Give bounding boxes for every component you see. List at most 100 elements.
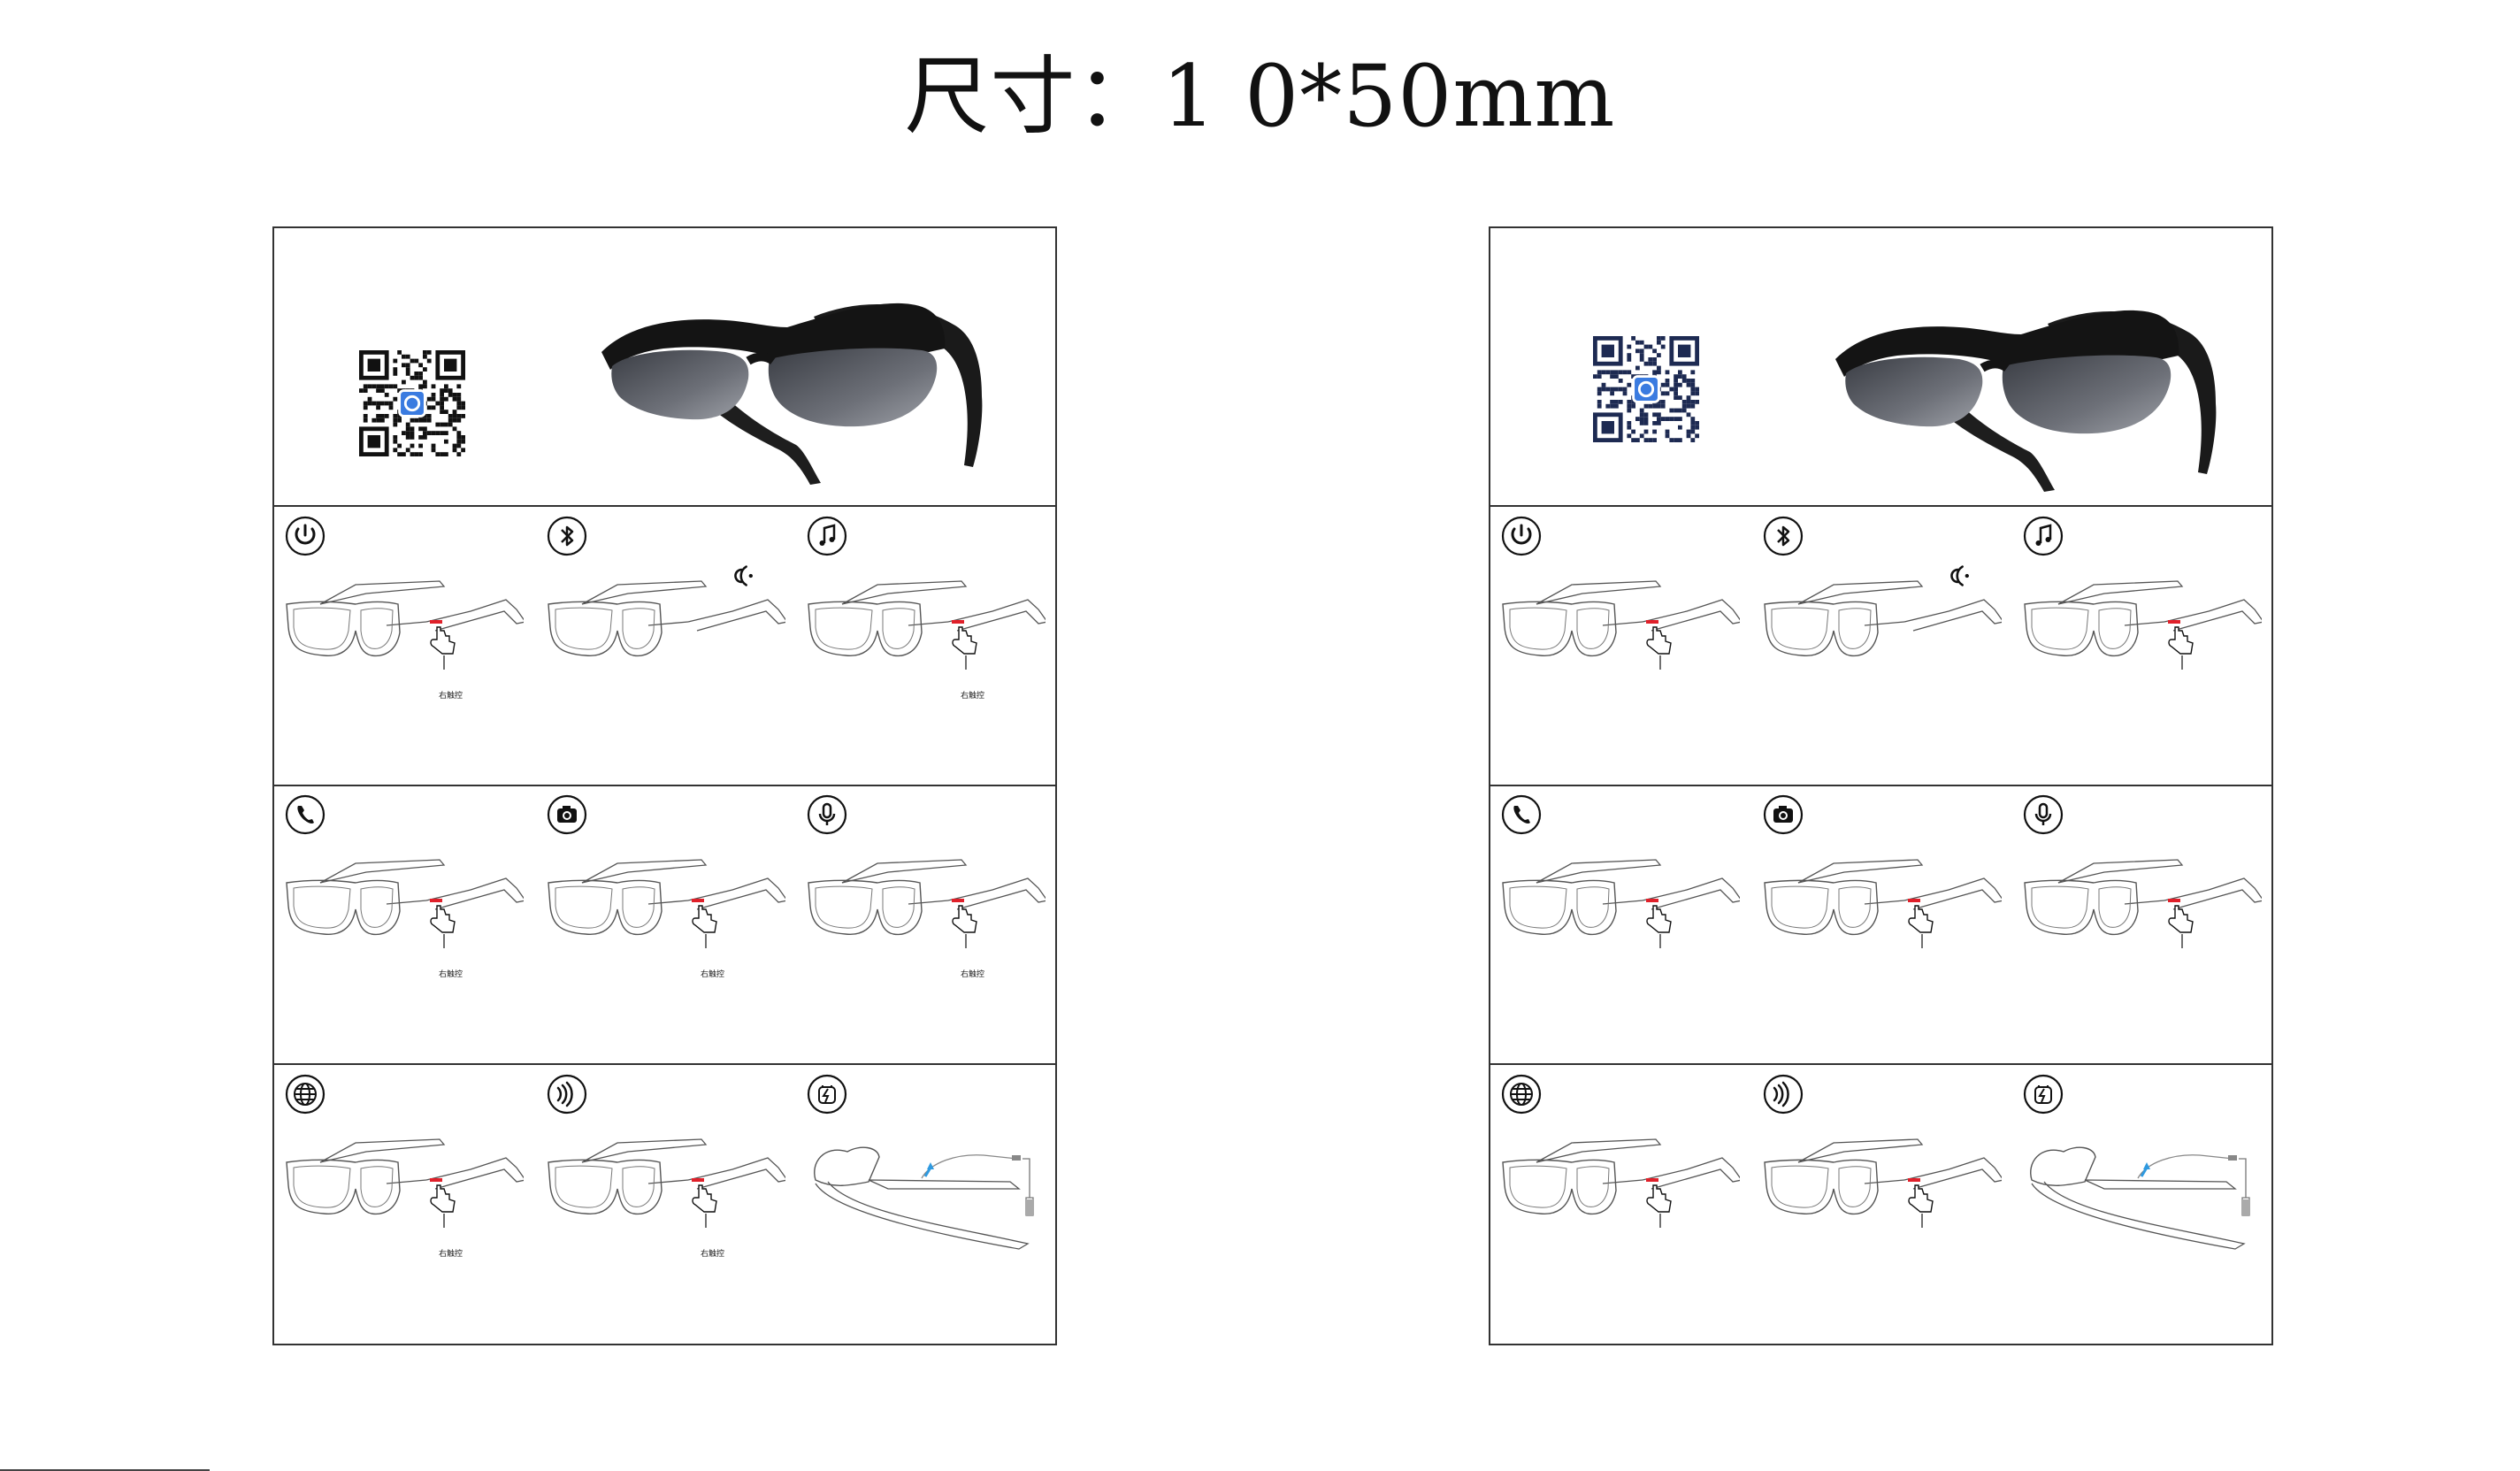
touch-caption: 右触控 xyxy=(701,1247,724,1259)
function-cell xyxy=(536,507,797,785)
glasses-outline-illustration xyxy=(807,847,1046,980)
finger-tap-icon xyxy=(953,906,977,948)
touch-area-marker xyxy=(430,1178,442,1182)
function-row xyxy=(1490,785,2271,1065)
microphone-icon xyxy=(807,794,847,835)
bluetooth-icon xyxy=(1763,516,1804,556)
touch-caption: 右触控 xyxy=(439,1247,463,1259)
touch-area-marker xyxy=(430,620,442,624)
glasses-outline-illustration xyxy=(2023,847,2262,980)
touch-area-marker xyxy=(952,899,964,902)
glasses-outline-illustration xyxy=(547,1127,785,1260)
charging-icon xyxy=(2023,1074,2064,1115)
product-header xyxy=(1490,228,2271,507)
instruction-card-right xyxy=(1489,226,2273,1345)
sunglasses-product-photo xyxy=(1827,271,2233,492)
finger-tap-icon xyxy=(953,627,977,670)
function-cell xyxy=(1490,1065,1751,1345)
power-icon xyxy=(285,516,326,556)
music-icon xyxy=(807,516,847,556)
touch-caption: 右触控 xyxy=(701,968,724,979)
glasses-charging-illustration xyxy=(2023,1127,2262,1260)
signal-waves-icon xyxy=(732,560,755,592)
bluetooth-icon xyxy=(547,516,587,556)
power-icon xyxy=(1501,516,1542,556)
touch-caption: 右触控 xyxy=(961,689,984,701)
glasses-outline-illustration xyxy=(285,1127,524,1260)
touch-area-marker xyxy=(1908,899,1920,902)
glasses-outline-illustration xyxy=(807,569,1046,701)
function-cell xyxy=(1490,785,1751,1063)
phone-icon xyxy=(285,794,326,835)
charging-icon xyxy=(807,1074,847,1115)
function-cell xyxy=(2012,785,2273,1063)
finger-tap-icon xyxy=(431,1185,455,1228)
signal-waves-icon xyxy=(1949,560,1972,592)
glasses-outline-illustration xyxy=(1763,1127,2002,1260)
glasses-outline-illustration xyxy=(1501,1127,1740,1260)
finger-tap-icon xyxy=(693,906,716,948)
sunglasses-product-photo xyxy=(593,264,1000,485)
glasses-outline-illustration xyxy=(547,847,785,980)
qr-code xyxy=(1593,336,1699,442)
function-cell: 右触控 xyxy=(796,507,1057,785)
glasses-outline-illustration xyxy=(285,569,524,701)
finger-tap-icon xyxy=(1647,627,1671,670)
product-header xyxy=(274,228,1055,507)
function-row xyxy=(1490,507,2271,786)
touch-area-marker xyxy=(1908,1178,1920,1182)
finger-tap-icon xyxy=(431,627,455,670)
finger-tap-icon xyxy=(2169,906,2193,948)
touch-area-marker xyxy=(1646,899,1658,902)
function-cell xyxy=(2012,507,2273,785)
touch-area-marker xyxy=(2168,899,2180,902)
glasses-outline-illustration xyxy=(1501,847,1740,980)
function-cell xyxy=(2012,1065,2273,1345)
finger-tap-icon xyxy=(431,906,455,948)
function-cell: 右触控 xyxy=(274,785,535,1063)
function-row xyxy=(1490,1065,2271,1345)
touch-caption: 右触控 xyxy=(439,968,463,979)
function-cell xyxy=(1490,507,1751,785)
function-row: 右触控 右触控 xyxy=(274,1065,1055,1345)
touch-area-marker xyxy=(1646,1178,1658,1182)
glasses-outline-illustration xyxy=(285,847,524,980)
sound-wave-icon xyxy=(547,1074,587,1115)
function-cell: 右触控 xyxy=(274,507,535,785)
touch-area-marker xyxy=(952,620,964,624)
phone-icon xyxy=(1501,794,1542,835)
touch-area-marker xyxy=(1646,620,1658,624)
camera-icon xyxy=(547,794,587,835)
function-cell xyxy=(1752,785,2013,1063)
glasses-outline-illustration xyxy=(1763,847,2002,980)
finger-tap-icon xyxy=(1647,906,1671,948)
function-cell: 右触控 xyxy=(274,1065,535,1345)
globe-icon xyxy=(1501,1074,1542,1115)
function-cell xyxy=(1752,507,2013,785)
finger-tap-icon xyxy=(1909,1185,1933,1228)
finger-tap-icon xyxy=(2169,627,2193,670)
finger-tap-icon xyxy=(1909,906,1933,948)
qr-code xyxy=(359,350,465,456)
glasses-outline-illustration xyxy=(1501,569,1740,701)
microphone-icon xyxy=(2023,794,2064,835)
instruction-card-left: 右触控右触控右触控右触控右触控右触控右触控 xyxy=(272,226,1057,1345)
music-icon xyxy=(2023,516,2064,556)
finger-tap-icon xyxy=(1647,1185,1671,1228)
finger-tap-icon xyxy=(693,1185,716,1228)
touch-caption: 右触控 xyxy=(439,689,463,701)
glasses-charging-illustration xyxy=(807,1127,1046,1260)
touch-area-marker xyxy=(430,899,442,902)
function-cell xyxy=(1752,1065,2013,1345)
globe-icon xyxy=(285,1074,326,1115)
function-cell xyxy=(796,1065,1057,1345)
function-row: 右触控右触控右触控 xyxy=(274,785,1055,1065)
sound-wave-icon xyxy=(1763,1074,1804,1115)
function-cell: 右触控 xyxy=(536,785,797,1063)
camera-icon xyxy=(1763,794,1804,835)
function-cell: 右触控 xyxy=(796,785,1057,1063)
touch-area-marker xyxy=(692,1178,704,1182)
function-row: 右触控 右触控 xyxy=(274,507,1055,786)
glasses-outline-illustration xyxy=(2023,569,2262,701)
function-cell: 右触控 xyxy=(536,1065,797,1345)
